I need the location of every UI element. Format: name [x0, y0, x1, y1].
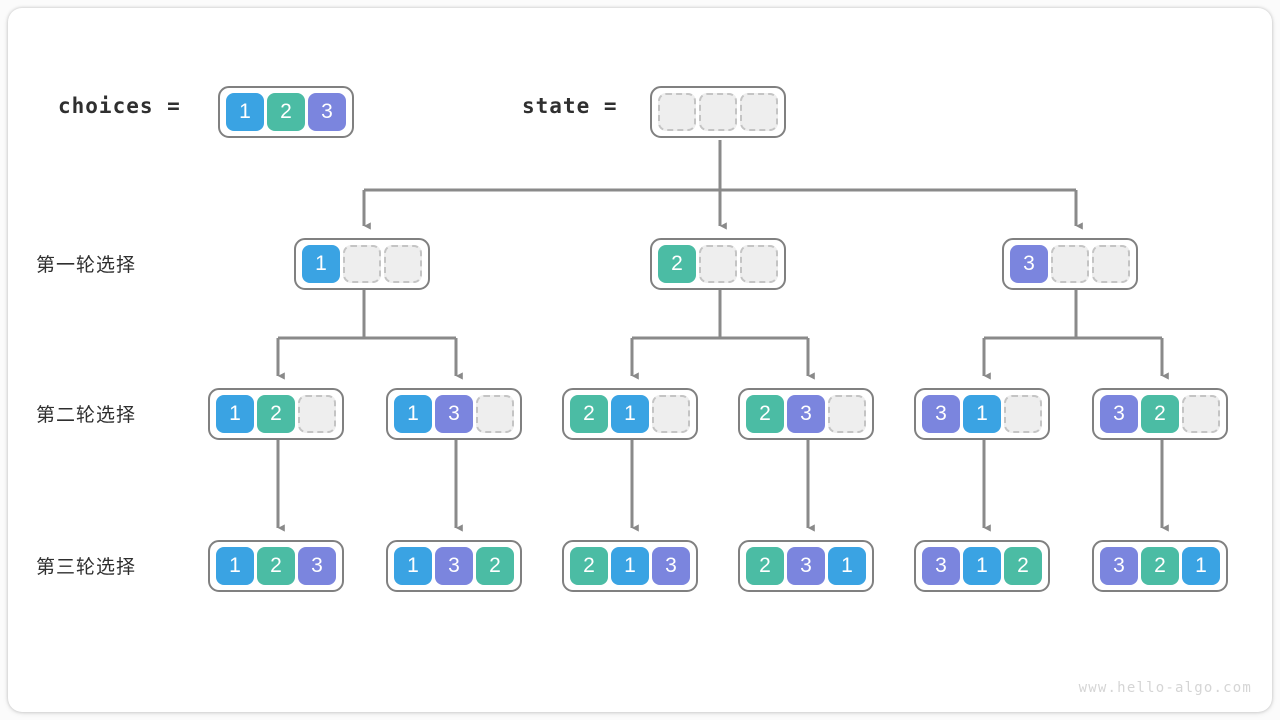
r1n2-cell-2: [740, 245, 778, 283]
r3n3-cell-2: 3: [652, 547, 690, 585]
r3n1-cell-0: 1: [216, 547, 254, 585]
r2n3-cell-2: [652, 395, 690, 433]
state-label: state =: [522, 94, 618, 118]
r2n5-cell-0: 3: [922, 395, 960, 433]
r1n3-cell-2: [1092, 245, 1130, 283]
r1n2-cell-0: 2: [658, 245, 696, 283]
state-cell-0: [658, 93, 696, 131]
r1n1-cell-2: [384, 245, 422, 283]
r2n3-cell-1: 1: [611, 395, 649, 433]
r3n3-cell-1: 1: [611, 547, 649, 585]
diagram-card: [8, 8, 1272, 712]
r2n2-cell-1: 3: [435, 395, 473, 433]
r2n4-cell-0: 2: [746, 395, 784, 433]
r3n2-cell-1: 3: [435, 547, 473, 585]
r3n6-cell-1: 2: [1141, 547, 1179, 585]
r2n2-cell-0: 1: [394, 395, 432, 433]
r2n3-cell-0: 2: [570, 395, 608, 433]
r2n4-cell-1: 3: [787, 395, 825, 433]
row-label-round-3: 第三轮选择: [36, 557, 137, 578]
choices-cell-2: 3: [308, 93, 346, 131]
r2n1-cell-0: 1: [216, 395, 254, 433]
state-cell-2: [740, 93, 778, 131]
state-node-r1-3: 3: [1002, 238, 1138, 290]
r2n5-cell-2: [1004, 395, 1042, 433]
watermark: www.hello-algo.com: [1078, 680, 1252, 696]
r2n6-cell-2: [1182, 395, 1220, 433]
r1n2-cell-1: [699, 245, 737, 283]
choices-cell-0: 1: [226, 93, 264, 131]
state-array: [650, 86, 786, 138]
row-label-round-1: 第一轮选择: [36, 255, 137, 276]
r1n3-cell-1: [1051, 245, 1089, 283]
r2n4-cell-2: [828, 395, 866, 433]
r3n6-cell-0: 3: [1100, 547, 1138, 585]
r3n5-cell-1: 1: [963, 547, 1001, 585]
r3n1-cell-2: 3: [298, 547, 336, 585]
choices-label: choices =: [58, 94, 181, 118]
state-node-r1-1: 1: [294, 238, 430, 290]
r2n6-cell-1: 2: [1141, 395, 1179, 433]
state-cell-1: [699, 93, 737, 131]
choices-cell-1: 2: [267, 93, 305, 131]
r3n4-cell-1: 3: [787, 547, 825, 585]
r3n5-cell-0: 3: [922, 547, 960, 585]
row-label-round-2: 第二轮选择: [36, 405, 137, 426]
r3n5-cell-2: 2: [1004, 547, 1042, 585]
r3n2-cell-0: 1: [394, 547, 432, 585]
r3n6-cell-2: 1: [1182, 547, 1220, 585]
state-node-r1-2: 2: [650, 238, 786, 290]
r2n2-cell-2: [476, 395, 514, 433]
r2n1-cell-2: [298, 395, 336, 433]
r1n1-cell-1: [343, 245, 381, 283]
r3n3-cell-0: 2: [570, 547, 608, 585]
r3n1-cell-1: 2: [257, 547, 295, 585]
r2n5-cell-1: 1: [963, 395, 1001, 433]
r1n1-cell-0: 1: [302, 245, 340, 283]
r3n4-cell-0: 2: [746, 547, 784, 585]
r3n2-cell-2: 2: [476, 547, 514, 585]
r1n3-cell-0: 3: [1010, 245, 1048, 283]
r2n1-cell-1: 2: [257, 395, 295, 433]
r2n6-cell-0: 3: [1100, 395, 1138, 433]
r3n4-cell-2: 1: [828, 547, 866, 585]
